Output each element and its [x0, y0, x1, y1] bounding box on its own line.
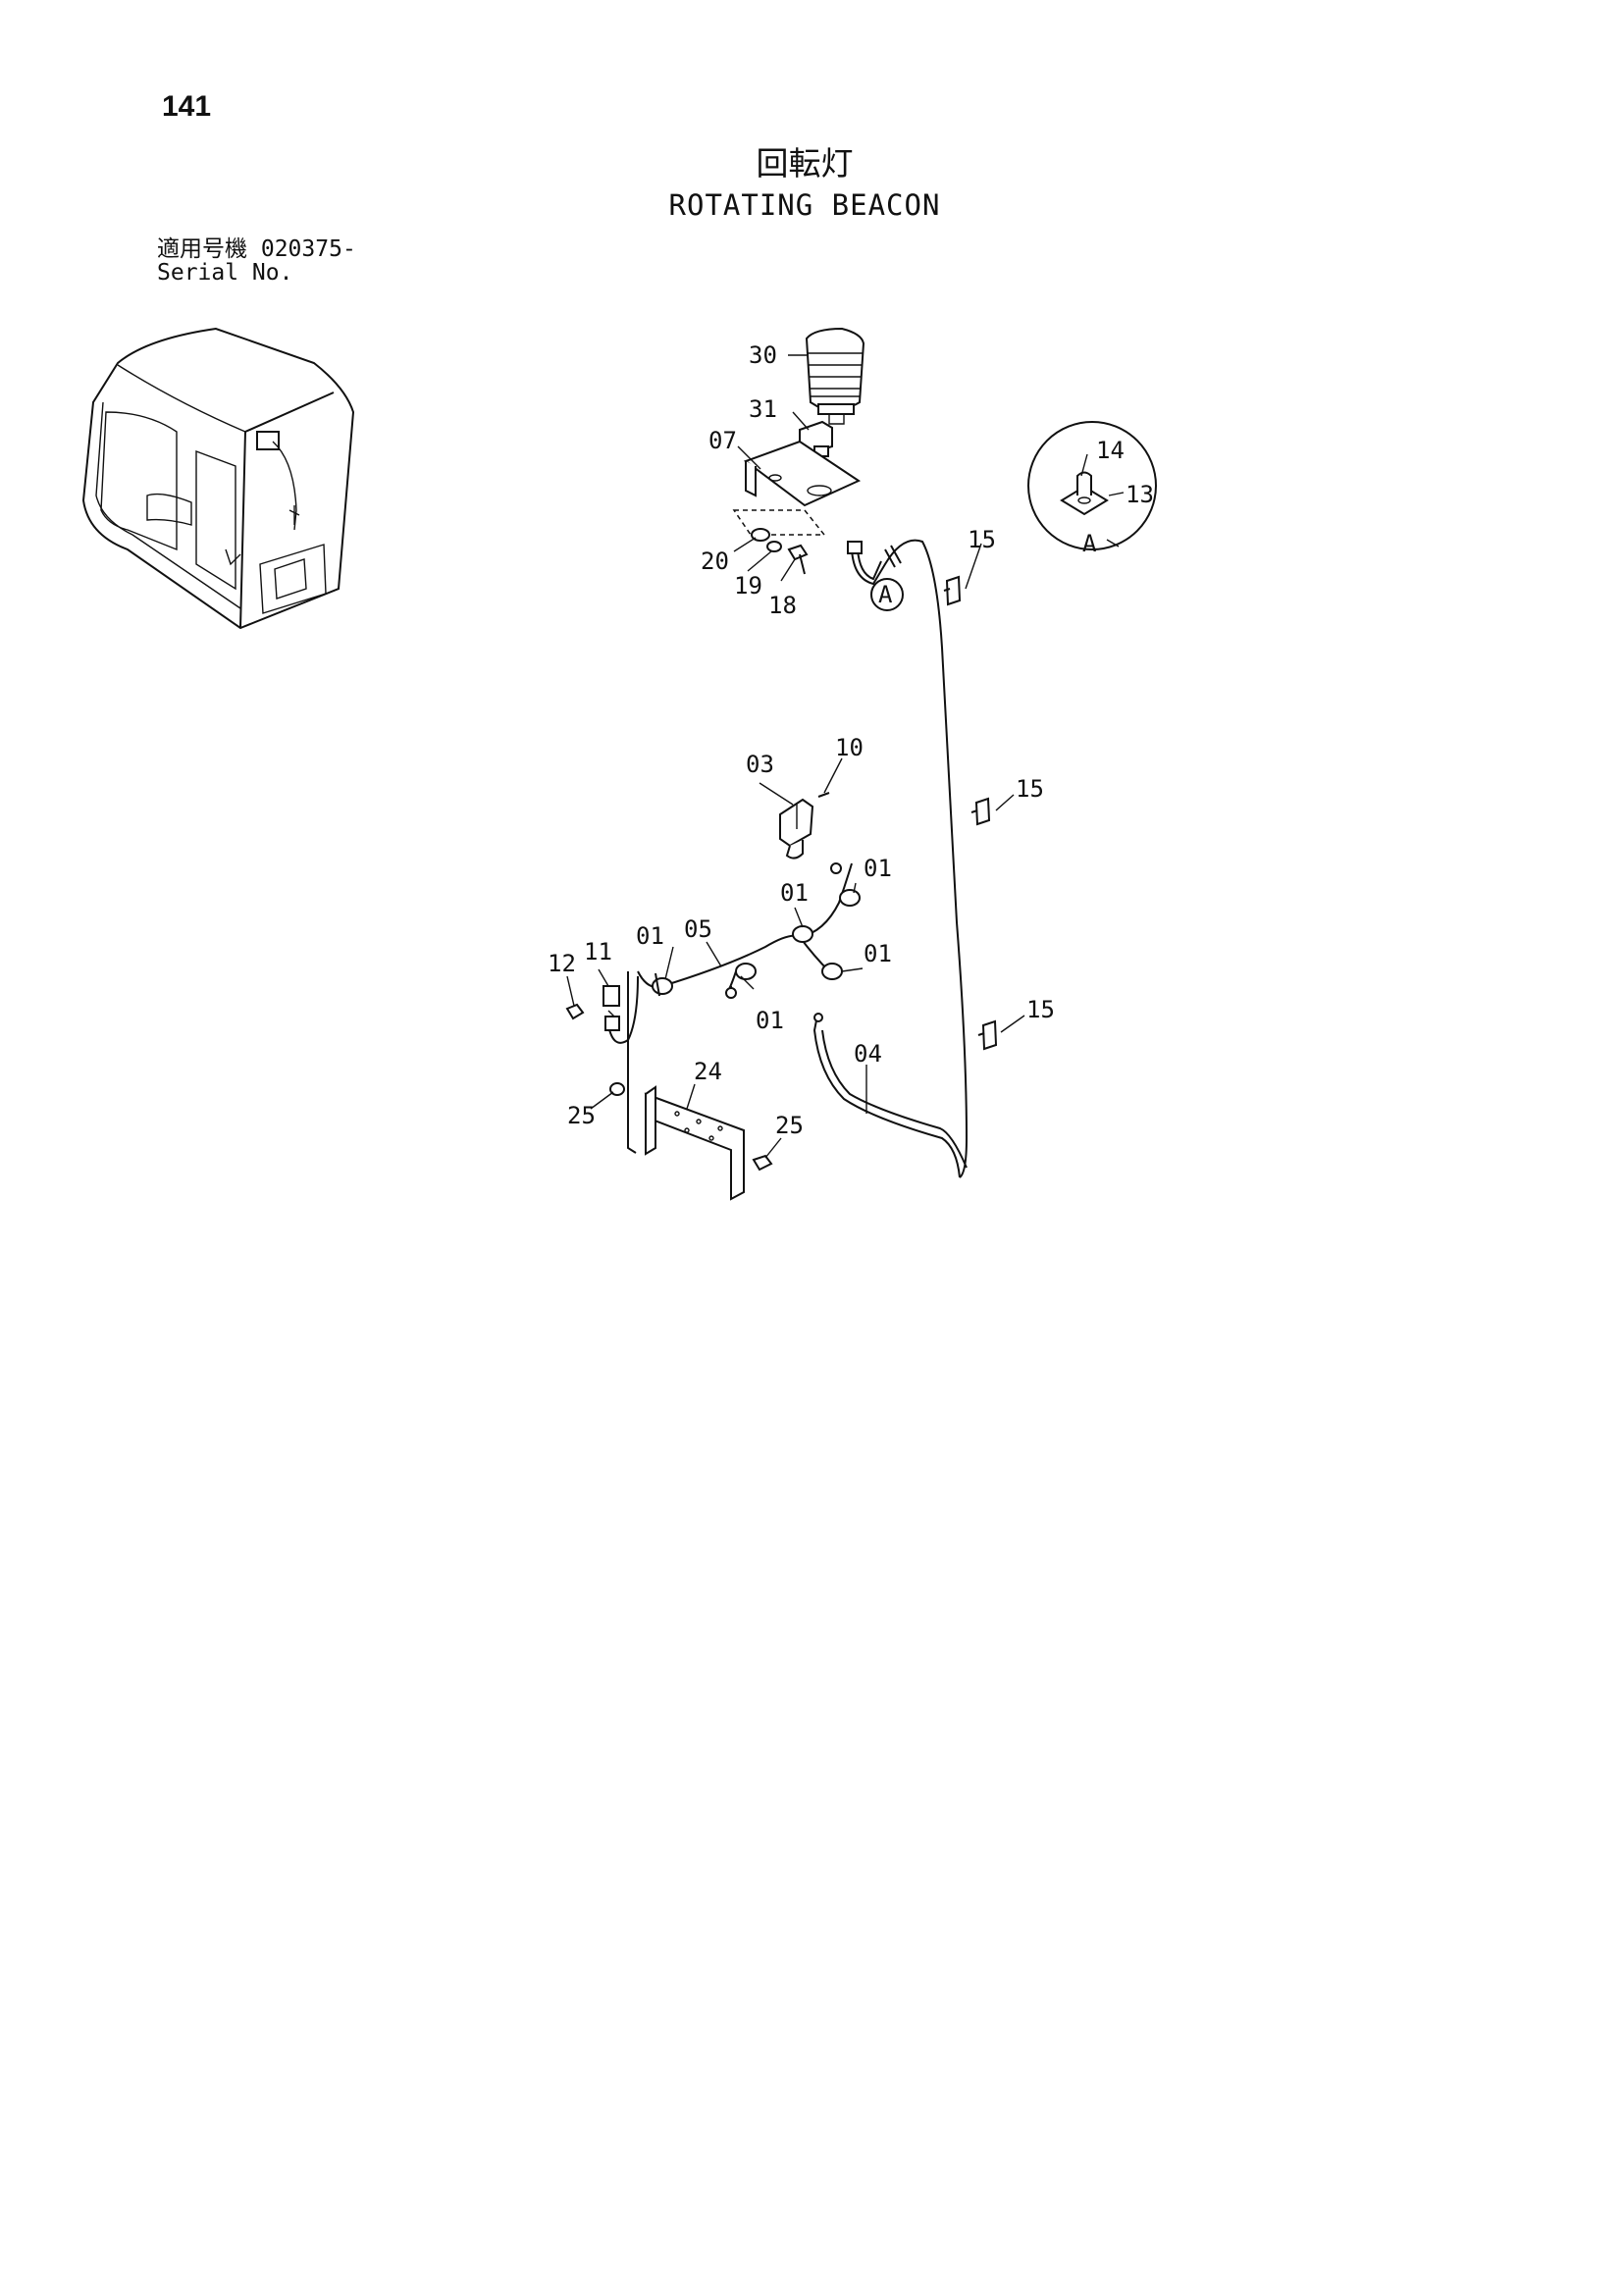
- page-title-japanese: 回転灯: [756, 144, 854, 183]
- serial-label-jp: 適用号機: [157, 236, 247, 262]
- callout-15-middle: 15: [1016, 775, 1044, 803]
- serial-info: 適用号機 020375- Serial No.: [157, 237, 356, 285]
- washer-19: [766, 541, 782, 552]
- callout-04: 04: [854, 1040, 882, 1068]
- callout-18: 18: [768, 592, 797, 619]
- bracket-plate: [743, 440, 862, 507]
- callout-07: 07: [708, 427, 737, 454]
- clip-01-right-bottom: [821, 963, 843, 980]
- cap-10: [817, 792, 830, 798]
- bolt-18: [787, 544, 809, 575]
- callout-11: 11: [584, 938, 612, 965]
- bolt-25-right: [752, 1154, 773, 1172]
- callout-25-right: 25: [775, 1112, 804, 1139]
- cab-overview-illustration: [81, 327, 355, 630]
- detail-a-view-label: A: [1082, 530, 1097, 557]
- harness-04: [812, 1019, 961, 1178]
- callout-15-top: 15: [968, 526, 996, 553]
- callout-01-right-top: 01: [864, 855, 892, 882]
- washer-20: [751, 528, 770, 542]
- clip-15-middle: [970, 797, 991, 826]
- serial-label-en: Serial No.: [157, 260, 293, 286]
- callout-20: 20: [701, 548, 729, 575]
- callout-25-left: 25: [567, 1102, 596, 1129]
- beacon-bracket-overview: [256, 431, 280, 450]
- serial-value: 020375-: [260, 236, 356, 262]
- callout-12: 12: [548, 950, 576, 977]
- bolt-25-left: [609, 1082, 625, 1096]
- clip-15-bottom: [977, 1019, 998, 1051]
- clip-15-top: [943, 575, 962, 606]
- callout-01-left: 01: [636, 922, 664, 950]
- bracket-24: [627, 971, 745, 1201]
- callout-05: 05: [684, 915, 712, 943]
- callout-30: 30: [749, 341, 777, 369]
- callout-01-upper: 01: [780, 879, 809, 907]
- detail-a-marker-label: A: [878, 581, 893, 608]
- bolt-12: [565, 1003, 585, 1020]
- callout-24: 24: [694, 1058, 722, 1085]
- callout-14: 14: [1096, 437, 1125, 464]
- callout-19: 19: [734, 572, 762, 600]
- callout-10: 10: [835, 734, 864, 761]
- clip-01-upper: [792, 925, 813, 943]
- page-title: ROTATING BEACON: [668, 188, 941, 222]
- callout-13: 13: [1126, 481, 1154, 508]
- callout-01-right-bottom: 01: [864, 940, 892, 967]
- callout-31: 31: [749, 395, 777, 423]
- switch-03: [779, 798, 814, 860]
- beacon-connector: [847, 541, 863, 554]
- clip-01-left: [652, 972, 673, 997]
- connector-11: [602, 985, 620, 1031]
- beacon-cable: [851, 539, 969, 1178]
- rotating-beacon-lamp: [805, 327, 865, 425]
- callout-15-bottom: 15: [1026, 996, 1055, 1023]
- callout-01-center: 01: [756, 1007, 784, 1034]
- detail-a-marker: [870, 578, 904, 611]
- page-number: 141: [162, 90, 212, 123]
- clip-01-right-top: [830, 862, 861, 907]
- detail-view-a: [1027, 421, 1157, 550]
- callout-03: 03: [746, 751, 774, 778]
